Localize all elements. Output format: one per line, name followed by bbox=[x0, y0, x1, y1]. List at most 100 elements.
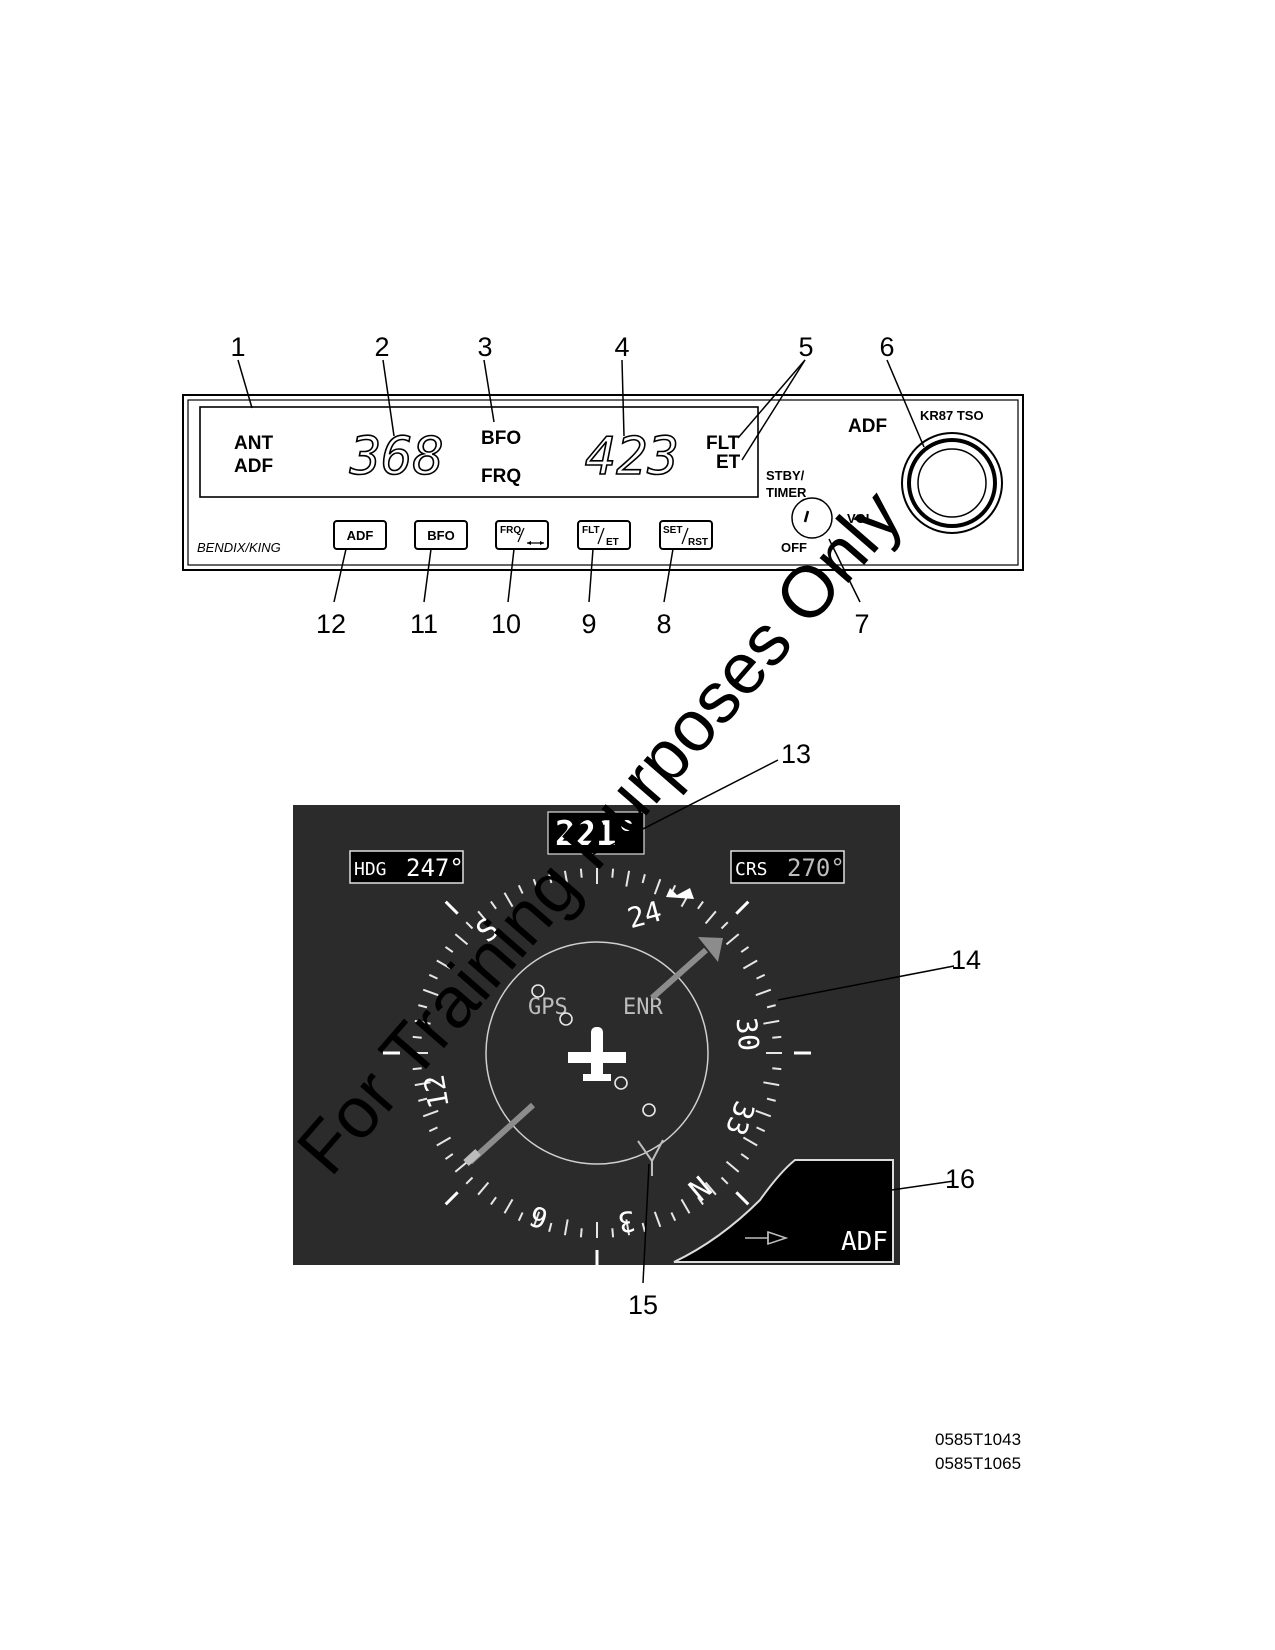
set-button-slash bbox=[681, 527, 689, 545]
mode-adf: ADF bbox=[234, 456, 273, 477]
compass-tick bbox=[418, 1097, 428, 1102]
compass-tick bbox=[563, 1219, 569, 1236]
vol-label: VOL bbox=[847, 511, 874, 526]
set-rst-button[interactable]: SET RST bbox=[659, 520, 713, 550]
compass-tick bbox=[725, 1160, 740, 1173]
compass-tick bbox=[490, 900, 497, 910]
compass-tick bbox=[704, 1181, 717, 1196]
compass-label-3: 3 bbox=[615, 1204, 637, 1239]
compass-tick bbox=[532, 1211, 541, 1228]
set-button-label: SET bbox=[663, 525, 682, 536]
volume-knob[interactable] bbox=[791, 497, 833, 539]
course-value: 270° bbox=[787, 854, 845, 882]
compass-tick bbox=[697, 1196, 704, 1206]
compass-tick bbox=[755, 988, 772, 997]
heading-label: HDG bbox=[354, 859, 387, 880]
compass-tick bbox=[444, 1153, 454, 1160]
frq-transfer-button[interactable]: FRQ bbox=[495, 520, 549, 550]
compass-tick bbox=[503, 892, 514, 908]
compass-tick bbox=[412, 1067, 422, 1071]
transfer-arrow-icon bbox=[527, 541, 544, 545]
compass-tick bbox=[725, 933, 740, 946]
unit-label: ADF bbox=[848, 416, 887, 437]
bearing-pointer-icon bbox=[463, 937, 723, 1166]
flt-button-label: FLT bbox=[582, 525, 600, 536]
model-label: KR87 TSO bbox=[920, 408, 984, 423]
callout-5: 5 bbox=[798, 332, 813, 362]
display-window bbox=[199, 406, 759, 498]
hsi-leader-lines bbox=[589, 759, 955, 1284]
compass-tick bbox=[704, 910, 717, 925]
flt-et-button[interactable]: FLT ET bbox=[577, 520, 631, 550]
frequency-select-knob[interactable] bbox=[901, 432, 1003, 534]
callout-10: 10 bbox=[491, 609, 521, 639]
heading-bug-icon bbox=[666, 888, 694, 899]
compass-tick bbox=[414, 1019, 431, 1025]
compass-tick bbox=[418, 1004, 428, 1009]
compass-tick bbox=[477, 910, 490, 925]
compass-tick bbox=[517, 884, 524, 894]
compass-tick bbox=[454, 933, 469, 946]
callout-7: 7 bbox=[854, 609, 869, 639]
panel-leader-lines bbox=[237, 359, 925, 603]
compass-tick bbox=[465, 921, 474, 930]
gps-label: GPS bbox=[528, 995, 568, 1020]
callout-3: 3 bbox=[477, 332, 492, 362]
callout-12: 12 bbox=[316, 609, 346, 639]
callout-1: 1 bbox=[230, 332, 245, 362]
compass-tick bbox=[579, 1228, 583, 1238]
compass-tick bbox=[465, 1176, 474, 1185]
compass-tick bbox=[414, 1081, 431, 1087]
heading-value: 247° bbox=[406, 854, 464, 882]
compass-tick bbox=[697, 900, 704, 910]
reference-code-2: 0585T1065 bbox=[935, 1454, 1021, 1473]
callout-14: 14 bbox=[951, 945, 981, 975]
compass-tick bbox=[412, 1035, 422, 1039]
compass-tick bbox=[422, 988, 439, 997]
compass-tick bbox=[625, 1219, 631, 1236]
annunciator-et: ET bbox=[716, 452, 741, 473]
compass-tick bbox=[422, 1109, 439, 1118]
compass-tick bbox=[611, 868, 615, 878]
compass-tick bbox=[428, 973, 438, 980]
callout-2: 2 bbox=[374, 332, 389, 362]
hsi-display: 221° HDG 247° CRS 270° 24 30 33 N 3 6 12… bbox=[293, 805, 900, 1267]
compass-tick bbox=[563, 870, 569, 887]
compass-tick bbox=[772, 1035, 782, 1039]
compass-tick bbox=[653, 1211, 662, 1228]
compass-tick bbox=[766, 1097, 776, 1102]
et-button-label: ET bbox=[606, 537, 619, 548]
callout-8: 8 bbox=[656, 609, 671, 639]
standby-frequency: 423 bbox=[585, 427, 679, 487]
callout-9: 9 bbox=[581, 609, 596, 639]
compass-tick bbox=[436, 959, 452, 970]
compass-tick bbox=[670, 1212, 677, 1222]
compass-tick bbox=[611, 1228, 615, 1238]
adf-button-label: ADF bbox=[347, 528, 374, 543]
course-label: CRS bbox=[735, 859, 768, 880]
compass-tick bbox=[763, 1081, 780, 1087]
compass-tick bbox=[742, 959, 758, 970]
annunciator-bfo: BFO bbox=[481, 428, 521, 449]
callout-4: 4 bbox=[614, 332, 629, 362]
reference-mark bbox=[444, 1191, 459, 1206]
flt-button-slash bbox=[597, 527, 605, 545]
source-annunciator-panel bbox=[673, 1159, 894, 1263]
adf-button[interactable]: ADF bbox=[333, 520, 387, 550]
callout-13: 13 bbox=[781, 739, 811, 769]
inner-ring bbox=[485, 941, 709, 1165]
compass-tick bbox=[720, 921, 729, 930]
callout-11: 11 bbox=[410, 609, 438, 639]
reference-mark bbox=[735, 900, 750, 915]
bearing-readout: 221° bbox=[555, 814, 637, 854]
compass-tick bbox=[766, 1004, 776, 1009]
source-label: ADF bbox=[841, 1227, 888, 1257]
bfo-button[interactable]: BFO bbox=[414, 520, 468, 550]
panel-bezel-inner bbox=[187, 399, 1019, 566]
compass-tick bbox=[680, 1198, 691, 1214]
stby-timer-label-2: TIMER bbox=[766, 485, 807, 500]
stby-timer-label-1: STBY/ bbox=[766, 468, 805, 483]
callout-6: 6 bbox=[879, 332, 894, 362]
compass-tick bbox=[477, 1181, 490, 1196]
